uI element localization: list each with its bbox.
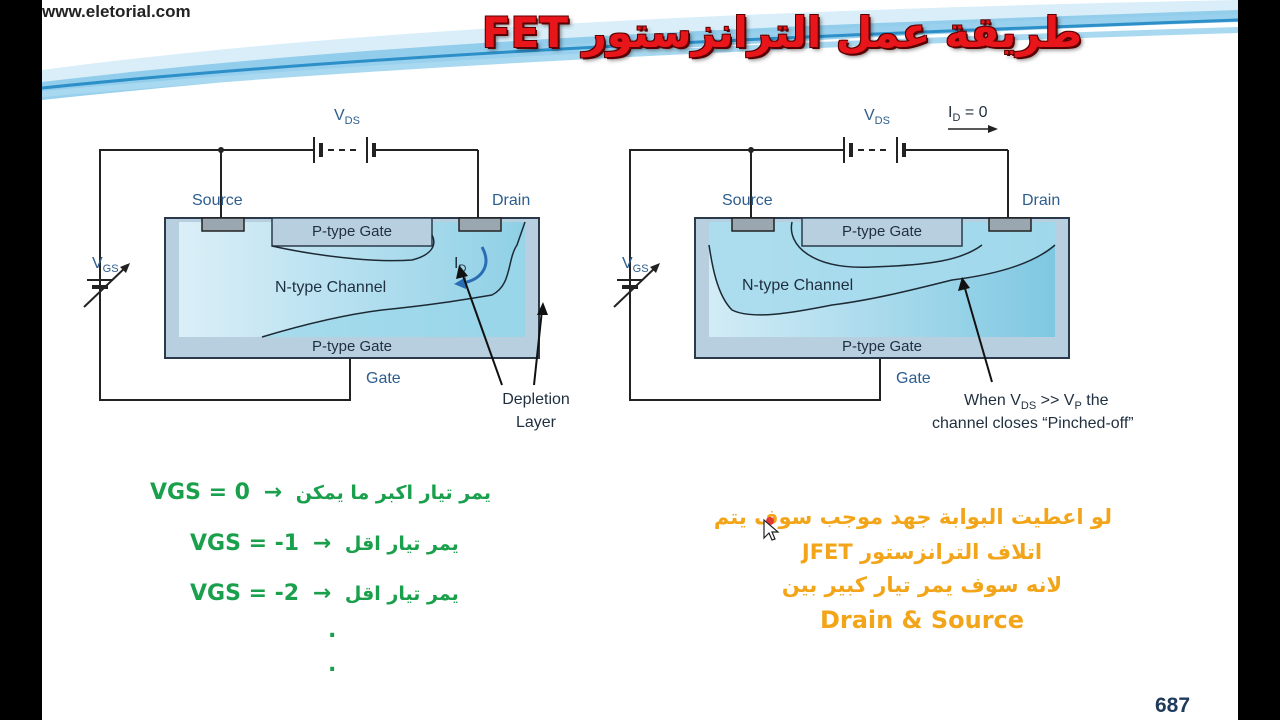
depletion-label-line1: Depletion xyxy=(502,391,570,408)
gate-depletion-edge xyxy=(271,234,435,262)
continuation-dot: . xyxy=(328,618,337,643)
jfet-diagram-right: VDS ID = 0 VGS P-type Gate Source Drain … xyxy=(613,104,1134,432)
jfet-diagram-left: VDS VGS P-type Gate Source Drain N-type … xyxy=(83,107,570,431)
gate-depletion-edge xyxy=(790,221,983,268)
case-text: يمر تيار اقل xyxy=(344,533,459,555)
case-arrow: → xyxy=(312,531,332,556)
gate-top-label: P-type Gate xyxy=(842,223,922,240)
vgs-variable-battery xyxy=(613,263,660,308)
vds-battery xyxy=(313,137,376,163)
header-wave-decoration xyxy=(42,0,1238,100)
source-label: Source xyxy=(722,192,773,209)
p-type-gate-top xyxy=(801,217,963,247)
website-url: www.eletorial.com xyxy=(42,2,191,21)
case-formula: VGS = 0 xyxy=(150,480,250,505)
warning-line-3: لانه سوف يمر تيار كبير بين xyxy=(781,573,1063,597)
warning-line-1: لو اعطيت البوابة جهد موجب سوف يتم xyxy=(713,505,1112,529)
depletion-layer-shape xyxy=(179,222,525,337)
vds-battery xyxy=(843,137,906,163)
gate-bottom-label: P-type Gate xyxy=(312,338,392,355)
channel-label: N-type Channel xyxy=(742,277,853,294)
id-zero-label: ID = 0 xyxy=(948,104,988,124)
source-contact xyxy=(201,217,245,232)
id-arrowhead xyxy=(454,277,466,289)
wire-left-loop xyxy=(99,149,351,401)
case-text: يمر تيار اكبر ما يمكن xyxy=(295,482,491,504)
gate-label: Gate xyxy=(896,370,931,387)
gate-top-label: P-type Gate xyxy=(312,223,392,240)
gate-bottom-label: P-type Gate xyxy=(842,338,922,355)
vds-label: VDS xyxy=(334,107,360,127)
depletion-layer-edge xyxy=(261,221,526,338)
pinch-depletion-shape xyxy=(709,222,1055,315)
id-curved-arrow xyxy=(461,246,488,285)
vgs-label: VGS xyxy=(92,255,119,275)
source-label: Source xyxy=(192,192,243,209)
case-row-0: VGS = 0 → يمر تيار اكبر ما يمكن xyxy=(150,480,491,505)
p-type-gate-top xyxy=(271,217,433,247)
source-contact xyxy=(731,217,775,232)
id-label: ID xyxy=(454,255,466,275)
wave-band-3 xyxy=(42,18,1238,90)
case-arrow: → xyxy=(312,581,332,606)
drain-label: Drain xyxy=(1022,192,1060,209)
junction-dot xyxy=(218,147,224,153)
warning-line-4: Drain & Source xyxy=(819,606,1025,634)
channel-label: N-type Channel xyxy=(275,279,386,296)
slide-title: طريقة عمل الترانزستور FET xyxy=(481,8,1083,57)
wire-left-loop xyxy=(629,149,881,401)
wave-band-4 xyxy=(42,27,1238,97)
vds-label: VDS xyxy=(864,107,890,127)
pinch-depletion-edge xyxy=(708,244,1056,316)
depletion-pointer-1 xyxy=(461,272,503,386)
case-formula: VGS = -2 xyxy=(190,581,300,606)
pinch-note-line2: channel closes “Pinched-off” xyxy=(932,415,1134,432)
warning-line-2: اتلاف الترانزستور JFET xyxy=(801,540,1043,564)
depletion-pointer-2 xyxy=(533,309,543,386)
case-row-1: VGS = -1 → يمر تيار اقل xyxy=(190,531,459,556)
pinch-pointer xyxy=(963,284,993,383)
gate-label: Gate xyxy=(366,370,401,387)
vgs-variable-battery xyxy=(83,263,130,308)
drain-contact xyxy=(458,217,502,232)
drain-contact xyxy=(988,217,1032,232)
mouse-cursor-icon xyxy=(763,517,780,541)
case-text: يمر تيار اقل xyxy=(344,583,459,605)
depletion-label-line2: Layer xyxy=(516,414,557,431)
drain-label: Drain xyxy=(492,192,530,209)
pinch-note-line1: When VDS >> VP the xyxy=(964,392,1109,412)
page-number: 687 xyxy=(1155,694,1191,717)
continuation-dot: . xyxy=(328,652,337,677)
case-formula: VGS = -1 xyxy=(190,531,300,556)
case-row-2: VGS = -2 → يمر تيار اقل xyxy=(190,581,459,606)
junction-dot xyxy=(748,147,754,153)
slide: www.eletorial.com طريقة عمل الترانزستور … xyxy=(42,0,1238,720)
vgs-label: VGS xyxy=(622,255,649,275)
case-arrow: → xyxy=(263,480,283,505)
